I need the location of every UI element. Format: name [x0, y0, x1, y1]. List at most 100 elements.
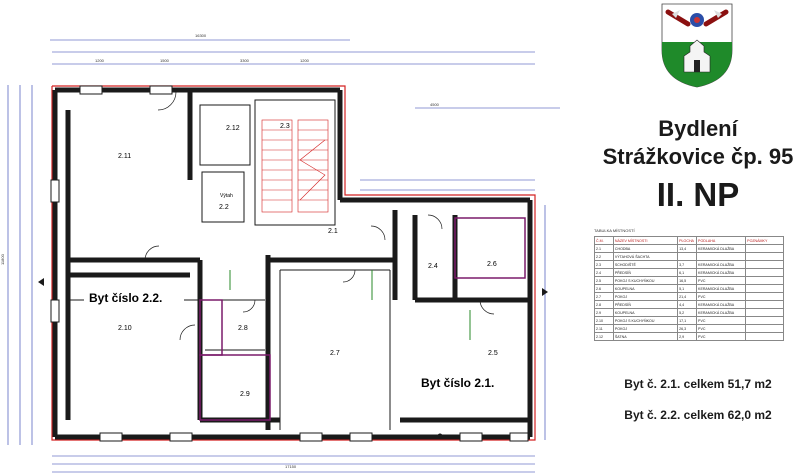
room-table-caption: TABULKA MÍSTNOSTÍ: [594, 228, 635, 233]
table-cell: [745, 300, 784, 309]
col-notes: POZNÁMKY: [745, 236, 784, 245]
dimension-lines: [7, 39, 560, 473]
table-cell: [696, 252, 747, 261]
title-line2: Strážkovice čp. 95: [602, 144, 794, 169]
apartment-total-2-1: Byt č. 2.1. celkem 51,7 m2: [624, 377, 772, 391]
dim-d2: 1500: [160, 58, 170, 63]
table-cell: PVC: [696, 324, 747, 333]
table-cell: PVC: [696, 316, 747, 325]
room-2-8: 2.8: [238, 325, 248, 332]
dim-total-top: 16300: [195, 33, 207, 38]
col-floor: PODLAHA: [696, 236, 747, 245]
room-2-6: 2.6: [487, 261, 497, 268]
table-cell: 13,4: [677, 244, 698, 253]
title-line1: Bydlení: [658, 116, 738, 141]
table-cell: [745, 308, 784, 317]
windows: [50, 85, 529, 442]
dim-d3: 3300: [240, 58, 250, 63]
table-cell: ŠATNA: [612, 332, 679, 341]
table-cell: [745, 244, 784, 253]
dim-d5: 4500: [430, 102, 440, 107]
dim-total-bottom: 17150: [285, 464, 297, 469]
table-cell: [745, 284, 784, 293]
table-cell: KERAMICKÁ DLAŽBA: [696, 244, 747, 253]
table-cell: CHODBA: [612, 244, 679, 253]
green-markers: [229, 270, 471, 340]
room-table: Č.M. NÁZEV MÍSTNOSTI PLOCHA PODLAHA POZN…: [594, 236, 784, 341]
table-cell: 2.8: [594, 300, 614, 309]
room-2-11: 2.11: [118, 153, 131, 160]
table-cell: [745, 324, 784, 333]
dim-left-total: 11800: [0, 253, 5, 265]
dim-d1: 1200: [95, 58, 105, 63]
table-cell: [745, 252, 784, 261]
room-2-10: 2.10: [118, 325, 132, 332]
room-2-7: 2.7: [330, 350, 340, 357]
table-cell: 2.1: [594, 244, 614, 253]
table-cell: 2.11: [594, 324, 614, 333]
table-cell: PVC: [696, 332, 747, 341]
table-cell: [745, 268, 784, 277]
col-area: PLOCHA: [677, 236, 698, 245]
table-cell: [745, 260, 784, 269]
table-cell: KOUPELNA: [612, 284, 679, 293]
coat-of-arms-icon: [661, 3, 733, 88]
table-cell: [745, 292, 784, 301]
table-cell: PVC: [696, 292, 747, 301]
table-cell: 2.10: [594, 316, 614, 325]
table-cell: 2.9: [594, 308, 614, 317]
table-cell: 2.2: [594, 252, 614, 261]
table-cell: [745, 332, 784, 341]
table-cell: 5,1: [677, 284, 698, 293]
floor-title: II. NP: [656, 176, 740, 213]
floor-plan: 16300 17150 1200 1500 3300 1200 4500 118…: [0, 33, 560, 473]
table-cell: SCHODIŠTĚ: [612, 260, 679, 269]
apartment-total-2-2: Byt č. 2.2. celkem 62,0 m2: [624, 408, 772, 422]
table-cell: 2.4: [594, 268, 614, 277]
table-cell: 2.7: [594, 292, 614, 301]
staircase: [261, 119, 329, 213]
table-cell: KERAMICKÁ DLAŽBA: [696, 308, 747, 317]
table-cell: 5,2: [677, 308, 698, 317]
table-cell: 2.6: [594, 284, 614, 293]
bathroom-outlines: [199, 217, 526, 421]
table-cell: [677, 252, 698, 261]
dim-d4: 1200: [300, 58, 310, 63]
outer-wall-outline: [51, 85, 536, 441]
table-cell: 26,3: [677, 324, 698, 333]
room-2-4: 2.4: [428, 263, 438, 270]
table-cell: 6,1: [677, 268, 698, 277]
table-cell: 17,1: [677, 316, 698, 325]
door-swings: [144, 91, 495, 341]
room-2-2-lift: Výtah: [220, 193, 233, 199]
table-cell: POKOJ: [612, 292, 679, 301]
room-table-header: Č.M. NÁZEV MÍSTNOSTI PLOCHA PODLAHA POZN…: [594, 236, 784, 245]
table-cell: POKOJ: [612, 324, 679, 333]
table-cell: KERAMICKÁ DLAŽBA: [696, 300, 747, 309]
table-cell: PVC: [696, 276, 747, 285]
table-cell: 16,5: [677, 276, 698, 285]
apartment-label-2-1: Byt číslo 2.1.: [421, 376, 494, 390]
table-cell: PŘEDSÍŇ: [612, 300, 679, 309]
room-2-5: 2.5: [488, 350, 498, 357]
room-2-1: 2.1: [328, 228, 338, 235]
table-cell: PŘEDSÍŇ: [612, 268, 679, 277]
table-cell: KERAMICKÁ DLAŽBA: [696, 284, 747, 293]
room-2-3: 2.3: [280, 123, 290, 130]
table-cell: 4,4: [677, 300, 698, 309]
table-cell: POKOJ S KUCHYŇKOU: [612, 276, 679, 285]
table-cell: 3,7: [677, 260, 698, 269]
table-cell: VÝTAHOVÁ ŠACHTA: [612, 252, 679, 261]
col-number: Č.M.: [594, 236, 614, 245]
